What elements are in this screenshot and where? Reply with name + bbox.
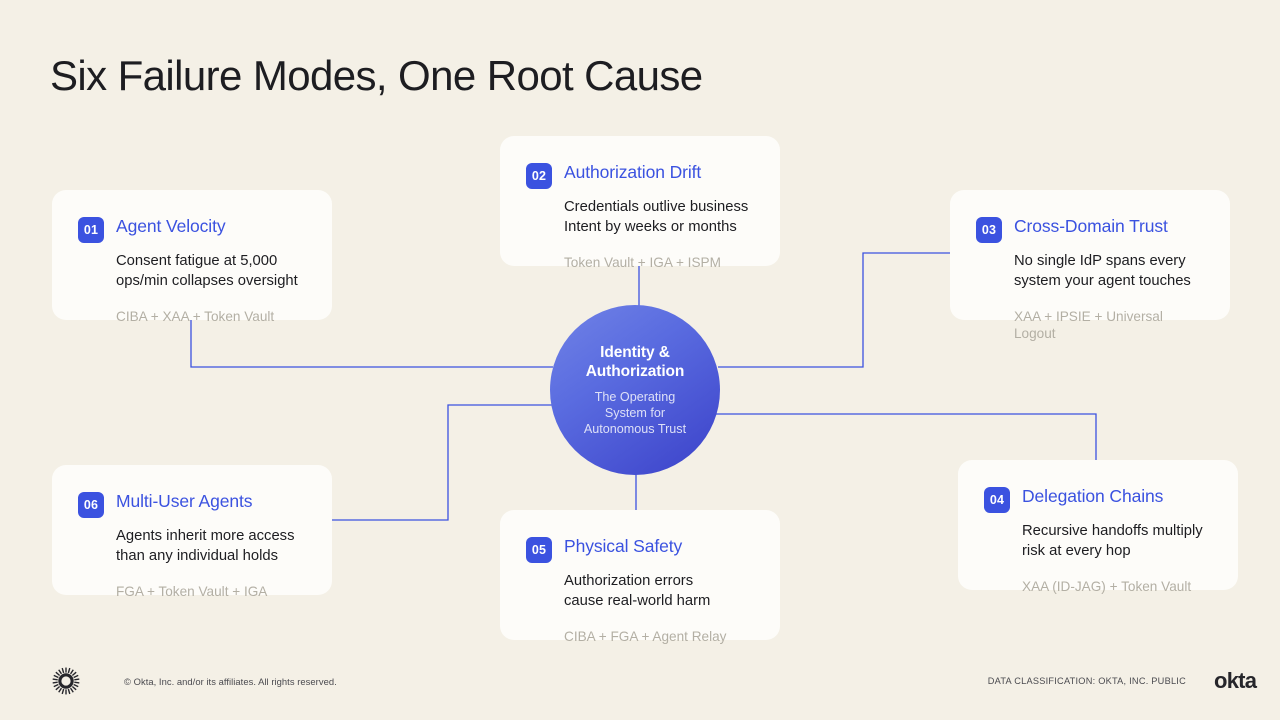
- central-hub[interactable]: Identity & Authorization The Operating S…: [550, 305, 720, 475]
- card-title: Authorization Drift: [564, 162, 702, 182]
- card-tags: XAA (ID-JAG) + Token Vault: [1022, 578, 1192, 594]
- card-header: 06 Multi-User Agents: [78, 491, 308, 518]
- card-description: No single IdP spans every system your ag…: [1014, 253, 1191, 290]
- card-tags: Token Vault + IGA + ISPM: [564, 254, 721, 270]
- card-number-badge: 01: [78, 217, 104, 243]
- okta-sunburst-icon: [52, 667, 80, 695]
- connector-01: [190, 320, 553, 368]
- card-header: 04 Delegation Chains: [984, 486, 1214, 513]
- card-header: 05 Physical Safety: [526, 536, 756, 563]
- footer-data-classification: DATA CLASSIFICATION: OKTA, INC. PUBLIC: [987, 676, 1186, 686]
- card-number-badge: 02: [526, 163, 552, 189]
- card-number-badge: 06: [78, 492, 104, 518]
- failure-card-01[interactable]: 01 Agent Velocity Consent fatigue at 5,0…: [52, 190, 332, 324]
- card-description: Credentials outlive business Intent by w…: [564, 199, 749, 236]
- card-description: Authorization errors cause real-world ha…: [564, 573, 711, 610]
- okta-wordmark: okta: [1214, 668, 1259, 693]
- card-number-badge: 05: [526, 537, 552, 563]
- card-title: Cross-Domain Trust: [1014, 216, 1168, 236]
- failure-card-04[interactable]: 04 Delegation Chains Recursive handoffs …: [958, 460, 1238, 594]
- failure-card-02[interactable]: 02 Authorization Drift Credentials outli…: [500, 136, 780, 270]
- failure-card-06[interactable]: 06 Multi-User Agents Agents inherit more…: [52, 465, 332, 599]
- card-description: Agents inherit more access than any indi…: [116, 528, 295, 565]
- card-title: Physical Safety: [564, 536, 683, 556]
- connector-06: [332, 404, 556, 521]
- page-title: Six Failure Modes, One Root Cause: [50, 52, 703, 99]
- footer-copyright: © Okta, Inc. and/or its affiliates. All …: [124, 676, 337, 687]
- card-title: Delegation Chains: [1022, 486, 1164, 506]
- card-tags: CIBA + XAA + Token Vault: [116, 308, 275, 324]
- card-number-badge: 03: [976, 217, 1002, 243]
- svg-text:okta: okta: [1214, 668, 1258, 693]
- card-tags: XAA + IPSIE + Universal Logout: [1014, 308, 1163, 342]
- card-title: Agent Velocity: [116, 216, 226, 236]
- failure-card-05[interactable]: 05 Physical Safety Authorization errors …: [500, 510, 780, 644]
- connector-04: [712, 413, 1097, 460]
- card-tags: CIBA + FGA + Agent Relay: [564, 628, 727, 644]
- card-header: 02 Authorization Drift: [526, 162, 756, 189]
- hub-subtitle: The Operating System for Autonomous Trus…: [583, 389, 687, 437]
- card-number-badge: 04: [984, 487, 1010, 513]
- connector-03: [718, 252, 950, 368]
- failure-card-03[interactable]: 03 Cross-Domain Trust No single IdP span…: [950, 190, 1230, 341]
- card-header: 01 Agent Velocity: [78, 216, 308, 243]
- hub-title: Identity & Authorization: [585, 343, 685, 381]
- card-description: Recursive handoffs multiply risk at ever…: [1022, 523, 1203, 560]
- card-tags: FGA + Token Vault + IGA: [116, 583, 268, 599]
- card-description: Consent fatigue at 5,000 ops/min collaps…: [116, 253, 298, 290]
- card-title: Multi-User Agents: [116, 491, 253, 511]
- card-header: 03 Cross-Domain Trust: [976, 216, 1206, 243]
